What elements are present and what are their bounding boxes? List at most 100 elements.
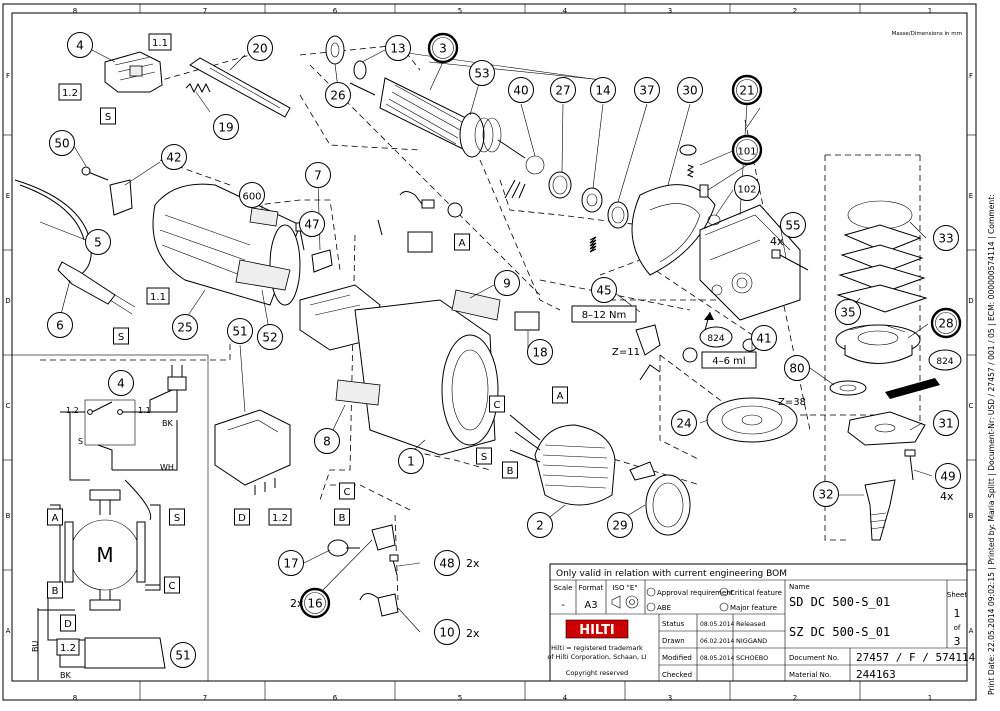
callout-number: 45	[596, 284, 611, 298]
connection-tag: C	[339, 482, 355, 500]
connection-tag: 1.2	[58, 83, 82, 101]
connection-tag: S	[100, 107, 116, 125]
callout-number: 4	[117, 377, 125, 391]
connection-tag: 1.1	[146, 287, 170, 305]
callout-35: 35	[835, 299, 861, 325]
callout-number: 21	[739, 84, 754, 98]
grid-row-label: E	[969, 192, 973, 200]
print-info-side-text: Print Date: 22.05.2014 09:02:15 | Printe…	[987, 194, 996, 695]
connection-tag: B	[47, 581, 63, 599]
callout-5: 5	[85, 229, 111, 255]
callout-number: 41	[756, 332, 771, 346]
callout-13: 13	[385, 35, 411, 61]
callout-29: 29	[607, 512, 633, 538]
callout-1: 1	[398, 448, 424, 474]
gear-teeth-z38: Z=38	[778, 397, 806, 408]
grid-column-label: 2	[793, 7, 797, 15]
connection-tag: C	[164, 576, 180, 594]
rev-row-who: NIGGAND	[736, 637, 767, 645]
tag-label: 1.1	[150, 292, 166, 303]
callout-number: 37	[639, 84, 654, 98]
format-value: A3	[584, 600, 597, 611]
connection-tag: A	[552, 386, 568, 404]
callout-number: 25	[177, 321, 192, 335]
callout-53: 53	[469, 60, 495, 86]
callout-number: 32	[818, 488, 833, 502]
callout-number: 80	[789, 362, 804, 376]
callout-number: 42	[166, 151, 181, 165]
grid-row-label: F	[6, 72, 10, 80]
grid-row-label: E	[6, 192, 10, 200]
grid-row-label: B	[969, 512, 974, 520]
grid-row-label: B	[6, 512, 11, 520]
callout-80: 80	[784, 355, 810, 381]
callout-17: 17	[278, 550, 304, 576]
grease-spec: 4–6 ml	[712, 356, 745, 367]
callout-102: 102	[734, 175, 760, 201]
free-labels: 4x 4x 2x 2x 2x 8–12 Nm 4–6 ml Z=11 Z=38 …	[31, 235, 962, 680]
tag-label: 1.2	[60, 643, 76, 654]
switch-terminal-1-1: 1.1	[138, 406, 151, 415]
sheet-of: of	[954, 624, 961, 632]
callout-51: 51	[170, 642, 196, 668]
callout-31: 31	[933, 410, 959, 436]
callout-101: 101	[731, 134, 763, 166]
rev-row-label: Status	[662, 620, 685, 628]
callout-4: 4	[108, 370, 134, 396]
rev-row-label: Drawn	[662, 637, 685, 645]
document-no-label: Document No.	[789, 654, 839, 662]
tag-label: A	[557, 391, 564, 402]
switch-terminal-s: S	[78, 437, 83, 446]
qty-4x-screws-55: 4x	[770, 235, 784, 248]
callout-28: 28	[930, 307, 962, 339]
callout-number: 102	[737, 185, 756, 196]
tag-label: 1.1	[152, 38, 168, 49]
callout-number: 600	[242, 192, 261, 203]
connection-tag: C	[489, 395, 505, 413]
tag-label: C	[344, 487, 351, 498]
connection-tag: B	[502, 461, 518, 479]
callout-number: 17	[283, 557, 298, 571]
title-block: Only valid in relation with current engi…	[547, 563, 976, 682]
tag-label: C	[494, 400, 501, 411]
callout-45: 45	[591, 277, 617, 303]
callout-number: 18	[532, 346, 547, 360]
connection-tag: S	[476, 447, 492, 465]
callout-41: 41	[751, 325, 777, 351]
grid-column-label: 3	[668, 694, 672, 702]
grid-column-label: 1	[928, 7, 932, 15]
callout-number: 13	[390, 42, 405, 56]
callout-49: 49	[935, 463, 961, 489]
callout-number: 7	[314, 169, 322, 183]
sheet-label: Sheet	[947, 591, 967, 599]
callout-9: 9	[494, 270, 520, 296]
tag-label: B	[507, 466, 514, 477]
callout-7: 7	[305, 162, 331, 188]
grid-column-label: 4	[563, 694, 568, 702]
iso-label: ISO "E"	[612, 584, 637, 592]
tag-label: A	[459, 238, 466, 249]
grid-column-label: 1	[928, 694, 932, 702]
drawing-name-line-2: SZ DC 500-S_01	[789, 625, 890, 639]
callout-3: 3	[427, 32, 459, 64]
callout-42: 42	[161, 144, 187, 170]
critical-feature: Critical feature	[730, 589, 782, 597]
callout-number: 33	[938, 232, 953, 246]
tag-label: 1.2	[62, 88, 78, 99]
callout-21: 21	[731, 74, 763, 106]
callout-number: 19	[218, 121, 233, 135]
callout-24: 24	[671, 410, 697, 436]
callout-number: 49	[940, 470, 955, 484]
tag-label: 1.2	[272, 513, 288, 524]
qty-4x-screws-49: 4x	[940, 490, 954, 503]
callout-number: 51	[175, 649, 190, 663]
grid-column-label: 3	[668, 7, 672, 15]
callout-number: 5	[94, 236, 102, 250]
callout-32: 32	[813, 481, 839, 507]
callout-16: 16	[299, 587, 331, 619]
callout-number: 27	[555, 84, 570, 98]
callout-number: 30	[682, 84, 697, 98]
rev-row-who: SCHOEBO	[736, 654, 768, 662]
format-label: Format	[579, 584, 604, 592]
grid-column-label: 8	[73, 7, 77, 15]
